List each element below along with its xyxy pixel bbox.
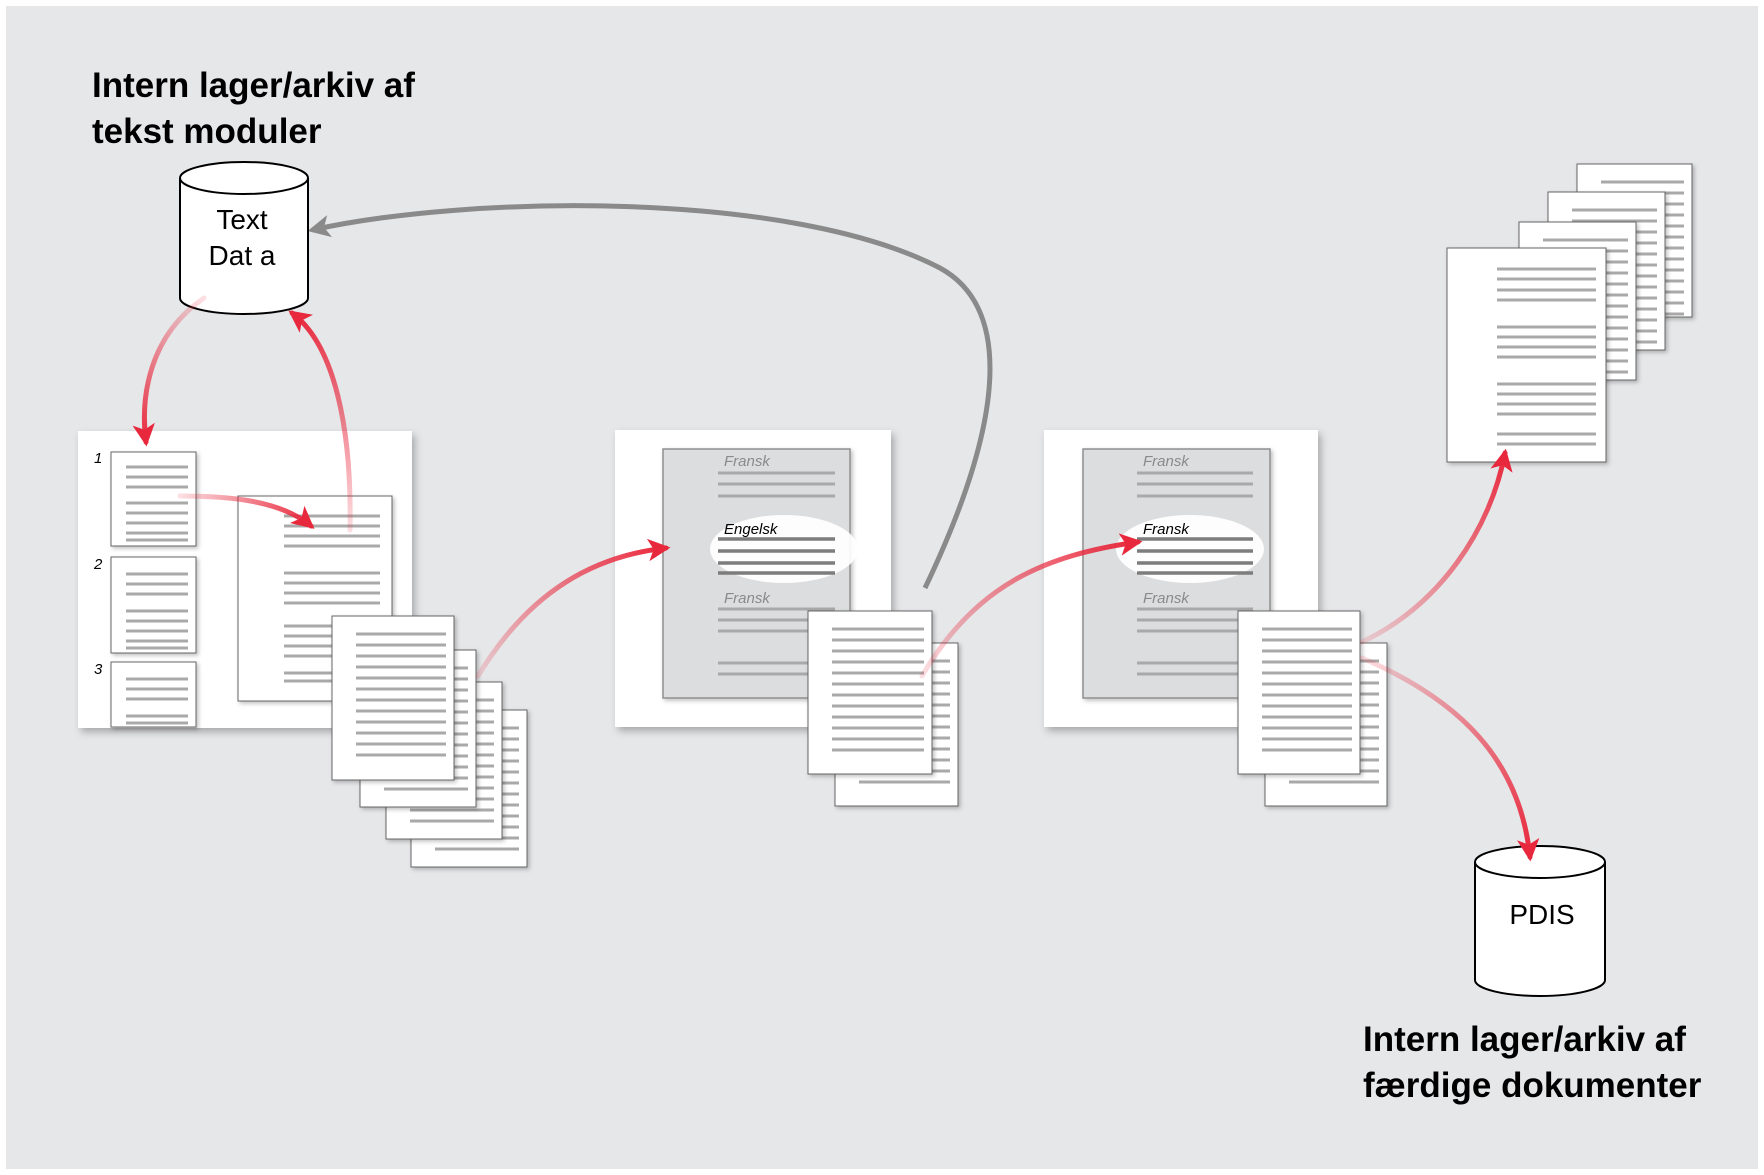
arrow-stack-to-panel3 xyxy=(919,533,1143,679)
stack-1-sheet-4-sheet xyxy=(331,615,455,781)
arrow-doc-to-db xyxy=(288,310,353,533)
panel-2-label-top: Fransk xyxy=(724,453,771,470)
red-arrows xyxy=(132,295,1540,862)
title-finished-docs-archive-line1: Intern lager/arkiv af xyxy=(1363,1020,1686,1059)
panel-3-highlight xyxy=(1116,515,1264,583)
arrow-stack-to-output xyxy=(1359,448,1513,645)
arrow-db-to-module xyxy=(132,295,207,447)
document-stacks xyxy=(331,163,1693,868)
title-text-module-archive-line2: tekst moduler xyxy=(92,112,322,151)
arrow-module-to-doc xyxy=(177,493,315,529)
module-number-2: 2 xyxy=(93,556,103,573)
title-text-module-archive-line1: Intern lager/arkiv af xyxy=(92,66,415,105)
output-document-front-sheet xyxy=(1446,247,1607,463)
stack-1-sheet-4 xyxy=(331,615,455,781)
panel-3-label-bottom: Fransk xyxy=(1143,590,1190,607)
arrow-stack-to-pdis xyxy=(1359,655,1540,862)
text-data-database: Text Dat a xyxy=(179,161,309,315)
panel-2-label-highlight: Engelsk xyxy=(724,521,779,538)
stack-3-sheet-2-sheet xyxy=(1237,610,1361,775)
panel-3-label-top: Fransk xyxy=(1143,453,1190,470)
text-data-label-line2: Dat a xyxy=(209,240,276,271)
panel-2-highlight xyxy=(710,515,858,583)
module-page-1 xyxy=(110,451,197,547)
stack-2-sheet-2-sheet xyxy=(807,610,933,775)
module-number-1: 1 xyxy=(94,450,102,467)
return-arrow-gray xyxy=(307,203,993,590)
stack-2-sheet-2 xyxy=(807,610,933,775)
arrow-stack-to-panel2 xyxy=(475,538,671,679)
panel-2-label-bottom: Fransk xyxy=(724,590,771,607)
module-page-2-sheet xyxy=(110,556,197,654)
pdis-label: PDIS xyxy=(1509,899,1574,930)
output-document-front xyxy=(1446,247,1607,463)
title-finished-docs-archive-line2: færdige dokumenter xyxy=(1363,1066,1702,1105)
module-number-3: 3 xyxy=(94,661,103,678)
panel-3-label-highlight: Fransk xyxy=(1143,521,1190,538)
module-page-3 xyxy=(110,661,197,728)
pdis-database: PDIS xyxy=(1474,845,1606,997)
text-data-label-line1: Text xyxy=(216,204,268,235)
stack-3-sheet-2 xyxy=(1237,610,1361,775)
module-page-2 xyxy=(110,556,197,654)
